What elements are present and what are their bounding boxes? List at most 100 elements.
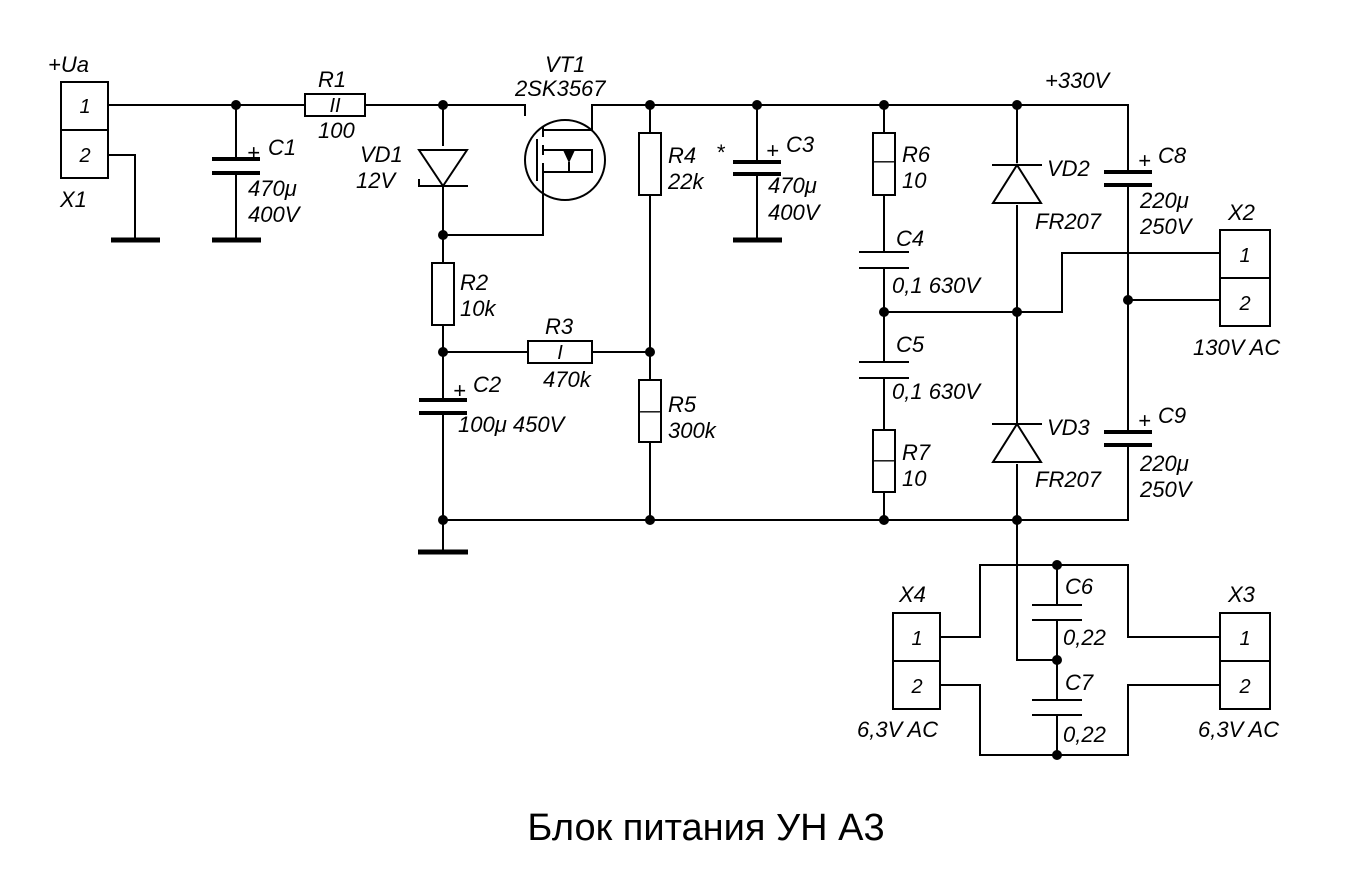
- r5-marking: —: [639, 400, 661, 422]
- ground-symbols: [111, 237, 782, 555]
- r6-value: 10: [902, 168, 927, 193]
- vd2-ref: VD2: [1047, 156, 1090, 181]
- x2-pin2-label: 2: [1238, 293, 1250, 315]
- r3-ref: R3: [545, 314, 574, 339]
- vd2-value: FR207: [1035, 209, 1102, 234]
- r3-marking: I: [557, 342, 563, 364]
- r1-value: 100: [318, 118, 355, 143]
- x1-pin1-label: 1: [79, 96, 90, 118]
- capacitor-c2: + C2 100μ 450V: [419, 372, 567, 437]
- capacitor-c9: + C9 220μ 250V: [1104, 403, 1194, 502]
- x4-note: 6,3V AC: [857, 717, 938, 742]
- diode-vd3: VD3 FR207: [991, 415, 1102, 492]
- x1-pin2-label: 2: [78, 145, 90, 167]
- x3-pin2-label: 2: [1238, 676, 1250, 698]
- junction-dots: [231, 100, 1133, 760]
- vt1-value: 2SK3567: [514, 76, 606, 101]
- vd1-ref: VD1: [360, 142, 403, 167]
- capacitor-c1: + C1 470μ 400V: [212, 135, 302, 227]
- r7-value: 10: [902, 466, 927, 491]
- output-rail-label: +330V: [1045, 68, 1112, 93]
- c6-ref: C6: [1065, 574, 1094, 599]
- connector-x2: 1 2 X2 130V AC: [1193, 200, 1280, 360]
- x4-pin1-label: 1: [911, 628, 922, 650]
- capacitor-c8: + C8 220μ 250V: [1104, 143, 1194, 239]
- c2-plus: +: [453, 378, 466, 403]
- c9-ref: C9: [1158, 403, 1186, 428]
- c1-value2: 400V: [248, 202, 302, 227]
- c8-plus: +: [1138, 148, 1151, 173]
- vd3-ref: VD3: [1047, 415, 1091, 440]
- connector-x3: 1 2 X3 6,3V AC: [1198, 582, 1279, 742]
- resistor-r6: — R6 10: [872, 132, 931, 196]
- resistor-r2: R2 10k: [431, 262, 496, 326]
- r3-value: 470k: [543, 367, 592, 392]
- capacitor-c6: C6 0,22: [1032, 574, 1106, 650]
- resistor-r1: II R1 100: [304, 67, 366, 143]
- resistor-r4: R4 22k: [638, 132, 704, 196]
- r4-value: 22k: [667, 169, 704, 194]
- c2-value: 100μ 450V: [458, 412, 567, 437]
- c2-ref: C2: [473, 372, 501, 397]
- r7-ref: R7: [902, 440, 931, 465]
- x4-pin2-label: 2: [910, 676, 922, 698]
- c6-value: 0,22: [1063, 625, 1106, 650]
- capacitor-c4: C4 0,1 630V: [859, 226, 982, 298]
- c5-value: 0,1 630V: [892, 379, 982, 404]
- resistor-r7: — R7 10: [872, 429, 931, 493]
- connector-x1: 1 2 +Ua X1: [48, 52, 109, 212]
- c7-value: 0,22: [1063, 722, 1106, 747]
- c8-ref: C8: [1158, 143, 1187, 168]
- x3-note: 6,3V AC: [1198, 717, 1279, 742]
- x1-ref: X1: [59, 187, 87, 212]
- diode-vd2: VD2 FR207: [991, 156, 1102, 234]
- connector-x4: 1 2 X4 6,3V AC: [857, 582, 941, 742]
- c4-value: 0,1 630V: [892, 273, 982, 298]
- vt1-ref: VT1: [545, 52, 585, 77]
- resistor-r5: — R5 300k: [638, 379, 717, 443]
- x2-pin1-label: 1: [1239, 245, 1250, 267]
- x3-pin1-label: 1: [1239, 628, 1250, 650]
- c8-value2: 250V: [1139, 214, 1194, 239]
- capacitor-c3: * + C3 470μ 400V: [716, 132, 822, 225]
- c1-value1: 470μ: [248, 176, 297, 201]
- c5-ref: C5: [896, 332, 925, 357]
- c1-plus: +: [247, 140, 260, 165]
- r6-ref: R6: [902, 142, 931, 167]
- zener-diode-vd1: VD1 12V: [356, 142, 469, 193]
- c3-value1: 470μ: [768, 173, 817, 198]
- vd1-value: 12V: [356, 168, 397, 193]
- vd3-value: FR207: [1035, 467, 1102, 492]
- c3-value2: 400V: [768, 200, 822, 225]
- diagram-title: Блок питания УН А3: [527, 807, 884, 849]
- capacitor-c5: C5 0,1 630V: [859, 332, 982, 404]
- r4-ref: R4: [668, 143, 696, 168]
- c8-value1: 220μ: [1139, 188, 1189, 213]
- r5-value: 300k: [668, 418, 717, 443]
- r1-marking: II: [329, 95, 341, 117]
- c1-ref: C1: [268, 135, 296, 160]
- c9-value1: 220μ: [1139, 451, 1189, 476]
- x2-note: 130V AC: [1193, 335, 1280, 360]
- r2-ref: R2: [460, 270, 488, 295]
- r5-ref: R5: [668, 392, 697, 417]
- r1-ref: R1: [318, 67, 346, 92]
- c3-star: *: [716, 140, 726, 165]
- x4-ref: X4: [898, 582, 926, 607]
- capacitor-c7: C7 0,22: [1032, 670, 1106, 747]
- c7-ref: C7: [1065, 670, 1094, 695]
- mosfet-vt1: VT1 2SK3567: [514, 52, 606, 201]
- c3-plus: +: [766, 138, 779, 163]
- c4-ref: C4: [896, 226, 924, 251]
- resistor-r3: I R3 470k: [527, 314, 593, 392]
- input-rail-label: +Ua: [48, 52, 89, 77]
- x3-ref: X3: [1227, 582, 1256, 607]
- r7-marking: —: [873, 449, 895, 471]
- c9-plus: +: [1138, 408, 1151, 433]
- x2-ref: X2: [1227, 200, 1255, 225]
- c9-value2: 250V: [1139, 477, 1194, 502]
- r6-marking: —: [873, 150, 895, 172]
- r2-value: 10k: [460, 296, 496, 321]
- c3-ref: C3: [786, 132, 815, 157]
